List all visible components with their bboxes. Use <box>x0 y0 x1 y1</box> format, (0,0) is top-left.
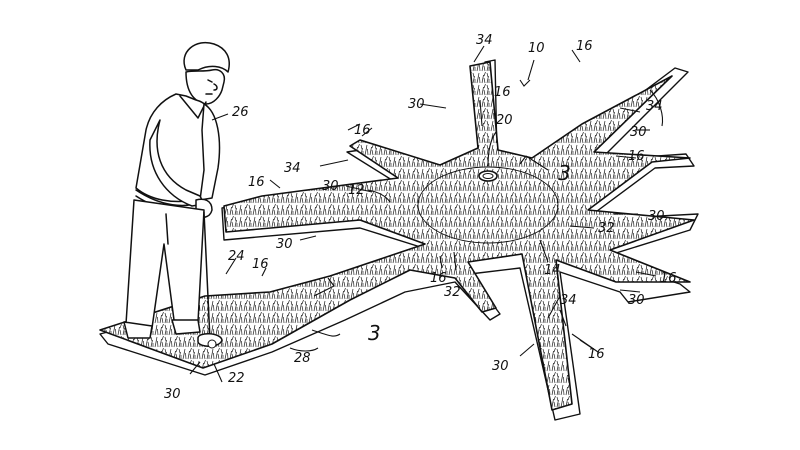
label-30-left-upper: 30 <box>322 179 339 194</box>
label-26: 26 <box>232 105 249 120</box>
label-30-right-mid: 30 <box>648 209 665 224</box>
label-16-center: 16 <box>430 271 447 286</box>
label-16-left: 16 <box>248 175 265 190</box>
label-32-center: 32 <box>444 285 461 300</box>
label-12: 12 <box>348 183 365 198</box>
label-10: 10 <box>528 41 545 56</box>
golfer-figure <box>123 41 230 349</box>
label-34-top: 34 <box>476 33 493 48</box>
label-28: 28 <box>294 351 311 366</box>
label-34-right: 34 <box>646 99 663 114</box>
label-30-bottom: 30 <box>492 359 509 374</box>
label-30-right-upper: 30 <box>630 125 647 140</box>
label-24: 24 <box>228 249 245 264</box>
label-30-bottom-left: 30 <box>164 387 181 402</box>
label-16-right: 16 <box>628 149 645 164</box>
label-14: 14 <box>544 263 561 278</box>
label-16-right-lower: 16 <box>660 271 677 286</box>
cup-mound <box>417 166 559 244</box>
label-16-left-upper: 16 <box>354 123 371 138</box>
section-label-3-right: 3 <box>558 161 571 185</box>
label-30-top-left: 30 <box>408 97 425 112</box>
leader-lines <box>189 45 664 383</box>
label-16-top: 16 <box>494 85 511 100</box>
label-16-bottom: 16 <box>588 347 605 362</box>
label-16-top-right: 16 <box>576 39 593 54</box>
label-34-bottom: 34 <box>560 293 577 308</box>
label-16-fairway: 16 <box>252 257 269 272</box>
label-30-right-lower: 30 <box>628 293 645 308</box>
label-22: 22 <box>228 371 245 386</box>
reference-labels: 10 34 16 16 30 20 34 30 16 16 34 30 12 1… <box>164 33 677 402</box>
green-turf-top <box>99 61 695 411</box>
label-34-left: 34 <box>284 161 301 176</box>
label-20: 20 <box>496 113 513 128</box>
label-30-left-mid: 30 <box>276 237 293 252</box>
label-32-right: 32 <box>598 221 615 236</box>
putting-green-surface <box>99 59 699 421</box>
golf-cup-hole <box>478 170 498 182</box>
section-label-3-left: 3 <box>368 321 381 345</box>
